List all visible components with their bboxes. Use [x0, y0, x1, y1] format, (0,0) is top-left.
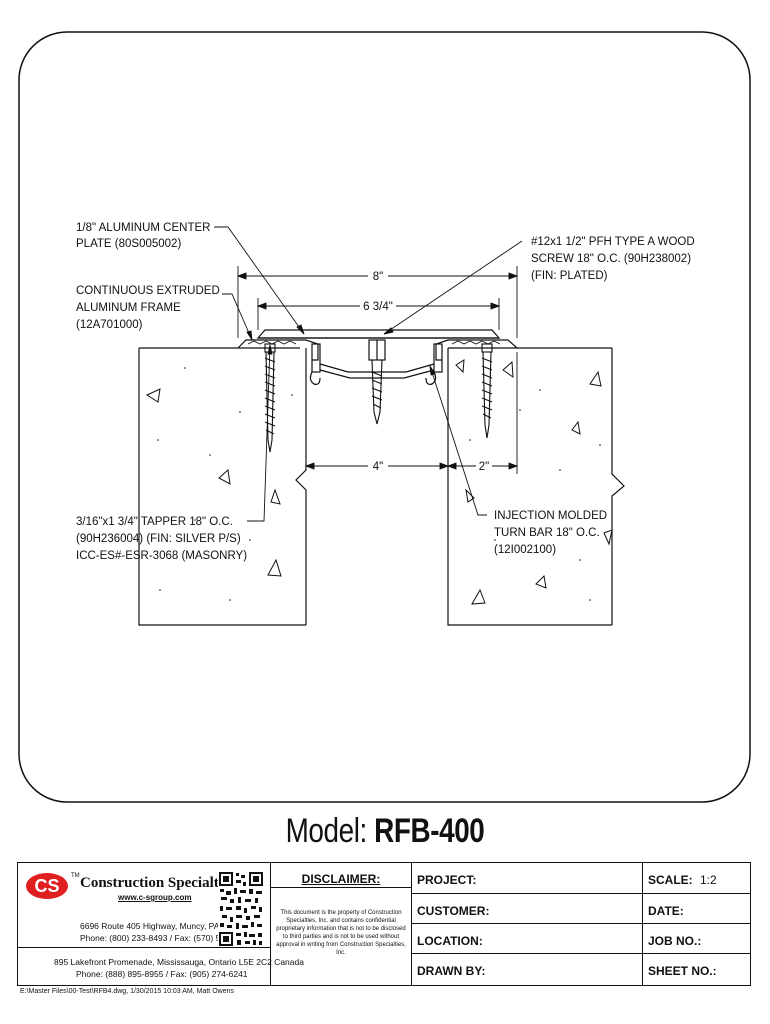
leader-lines [214, 226, 523, 522]
right-concrete-slab [447, 347, 625, 626]
location-field-label: LOCATION: [417, 934, 483, 948]
dim-plate: 6 3/4" [363, 301, 393, 313]
trademark-mark: TM [71, 873, 80, 879]
aggregate-dots [157, 367, 601, 601]
drawing-border [18, 31, 751, 803]
address-us-line2: Phone: (800) 233-8493 / Fax: (570) 546-5… [80, 933, 252, 943]
model-prefix: Model: [285, 812, 368, 850]
dim-gap: 4" [373, 461, 383, 473]
company-name: Construction Specialties [80, 875, 236, 891]
center-wood-screw [371, 359, 383, 425]
disclaimer-text: This document is the property of Constru… [276, 910, 406, 956]
detail-drawing: 8" 6 3/4" 4" 2" 1/8" ALUMINUM CENTER PLA… [18, 31, 751, 803]
qr-code-icon[interactable] [218, 871, 264, 947]
right-frame [435, 339, 518, 361]
turn-bar [319, 363, 435, 373]
label-frame: CONTINUOUS EXTRUDED ALUMINUM FRAME (12A7… [76, 285, 223, 331]
disclaimer-title: DISCLAIMER: [301, 872, 381, 886]
cs-logo: CS [26, 873, 68, 899]
dim-overall: 8" [373, 271, 383, 283]
aggregate-marks [145, 359, 613, 605]
scale-field-label: SCALE: [648, 873, 693, 887]
dim-edge: 2" [479, 461, 489, 473]
label-tapper: 3/16"x1 3/4" TAPPER 18" O.C. (90H236004)… [76, 516, 247, 562]
left-frame [237, 339, 319, 361]
project-field-label: PROJECT: [417, 873, 477, 887]
title-block: CS TM Construction Specialties www.c-sgr… [17, 862, 751, 986]
address-us-line1: 6696 Route 405 Highway, Muncy, PA 17756 [80, 921, 245, 931]
address-ca-line1: 895 Lakefront Promenade, Mississauga, On… [54, 957, 304, 967]
label-center-plate: 1/8" ALUMINUM CENTER PLATE (80S005002) [76, 222, 214, 250]
company-website-link[interactable]: www.c-sgroup.com [118, 893, 192, 902]
job-no-field-label: JOB NO.: [648, 934, 702, 948]
scale-value: 1:2 [700, 873, 717, 887]
date-field-label: DATE: [648, 904, 684, 918]
dimension-lines [236, 266, 519, 474]
label-wood-screw: #12x1 1/2" PFH TYPE A WOOD SCREW 18" O.C… [531, 236, 698, 282]
model-title: Model: RFB-400 [69, 812, 700, 851]
left-concrete-slab [138, 347, 307, 626]
center-plate [256, 329, 501, 339]
right-tapper-screw [481, 343, 493, 439]
expansion-joint-assembly [237, 329, 518, 385]
address-ca-line2: Phone: (888) 895-8955 / Fax: (905) 274-6… [76, 969, 248, 979]
file-path-footer: E:\Master Files\00-Test\RFB4.dwg, 1/30/2… [20, 988, 234, 995]
model-name: RFB-400 [374, 812, 485, 850]
label-turn-bar: INJECTION MOLDED TURN BAR 18" O.C. (12I0… [494, 510, 610, 556]
sheet-no-field-label: SHEET NO.: [648, 964, 717, 978]
drawn-by-field-label: DRAWN BY: [417, 964, 486, 978]
customer-field-label: CUSTOMER: [417, 904, 490, 918]
